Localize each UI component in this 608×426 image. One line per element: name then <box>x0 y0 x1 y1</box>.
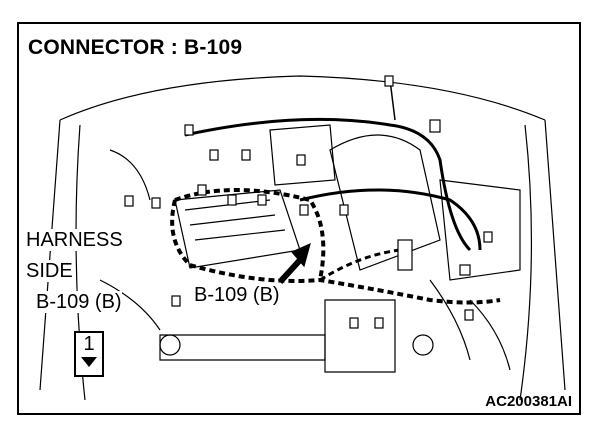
view-direction-badge: 1 <box>74 331 104 377</box>
figure-code: AC200381AI <box>485 393 572 410</box>
harness-side-label-line1: HARNESS <box>26 229 123 251</box>
harness-side-label-line2: SIDE <box>26 260 73 282</box>
harness-side-label-line3: B-109 (B) <box>36 291 122 313</box>
connector-pointer-label: B-109 (B) <box>194 284 280 306</box>
connector-title: CONNECTOR : B-109 <box>28 36 243 59</box>
down-triangle-icon <box>81 357 97 367</box>
diagram-frame <box>17 22 581 415</box>
view-number: 1 <box>83 333 95 355</box>
